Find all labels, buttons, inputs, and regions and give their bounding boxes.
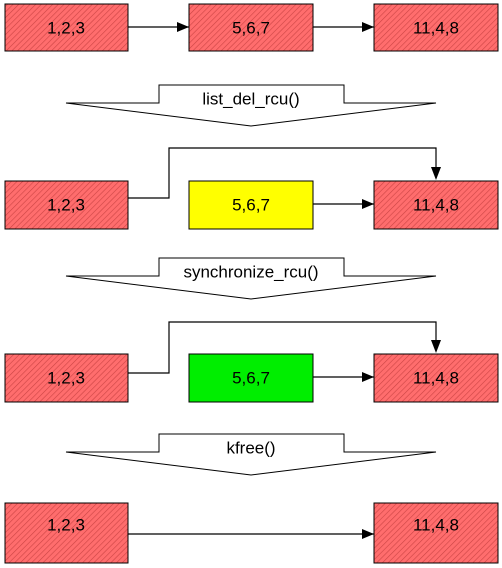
node-label: 11,4,8 <box>413 196 459 215</box>
node-box <box>373 3 499 52</box>
stage-4-list: 1,2,3 11,4,8 <box>4 502 499 564</box>
operation-label: synchronize_rcu() <box>183 263 318 282</box>
operation-arrow-shape <box>65 257 437 300</box>
operation-arrow-1: list_del_rcu() <box>65 84 437 127</box>
arrowhead <box>362 199 374 209</box>
node-label: 1,2,3 <box>47 19 85 38</box>
node-box <box>4 502 129 564</box>
node-label: 1,2,3 <box>47 369 85 388</box>
node-label: 5,6,7 <box>232 196 270 215</box>
bypass-pointer <box>128 321 437 374</box>
node-label: 5,6,7 <box>232 369 270 388</box>
node-label: 11,4,8 <box>413 369 459 388</box>
list-node: 1,2,3 <box>4 502 129 564</box>
bypass-pointer <box>128 147 437 199</box>
stage-3-list: 1,2,3 5,6,7 11,4,8 <box>4 321 499 403</box>
node-box <box>4 353 129 403</box>
reclaimable-node: 5,6,7 <box>188 353 314 403</box>
operation-arrow-3: kfree() <box>65 433 437 476</box>
operation-arrow-shape <box>65 433 437 476</box>
operation-label: list_del_rcu() <box>202 90 299 109</box>
node-box <box>4 180 129 230</box>
list-node: 11,4,8 <box>373 353 499 403</box>
node-box <box>4 3 129 52</box>
node-label: 1,2,3 <box>47 516 85 535</box>
operation-arrow-2: synchronize_rcu() <box>65 257 437 300</box>
stage-2-list: 1,2,3 5,6,7 11,4,8 <box>4 147 499 230</box>
list-node: 5,6,7 <box>188 3 314 52</box>
arrowhead <box>177 22 189 32</box>
stage-1-list: 1,2,3 5,6,7 11,4,8 <box>4 3 499 52</box>
list-node: 1,2,3 <box>4 180 129 230</box>
node-box <box>188 180 314 230</box>
arrowhead <box>362 372 374 382</box>
operation-arrow-shape <box>65 84 437 127</box>
node-box <box>373 353 499 403</box>
arrowhead <box>362 22 374 32</box>
operation-label: kfree() <box>226 439 275 458</box>
node-label: 11,4,8 <box>413 19 459 38</box>
node-box <box>188 353 314 403</box>
arrowhead <box>362 529 374 539</box>
node-box <box>373 180 499 230</box>
list-node: 11,4,8 <box>373 180 499 230</box>
node-label: 1,2,3 <box>47 196 85 215</box>
list-node: 11,4,8 <box>373 3 499 52</box>
node-label: 5,6,7 <box>232 19 270 38</box>
arrowhead <box>431 340 441 353</box>
node-box <box>373 502 499 564</box>
arrowhead <box>431 167 441 180</box>
list-node: 1,2,3 <box>4 3 129 52</box>
node-label: 11,4,8 <box>413 516 459 535</box>
node-box <box>188 3 314 52</box>
removed-node: 5,6,7 <box>188 180 314 230</box>
list-node: 1,2,3 <box>4 353 129 403</box>
list-node: 11,4,8 <box>373 502 499 564</box>
